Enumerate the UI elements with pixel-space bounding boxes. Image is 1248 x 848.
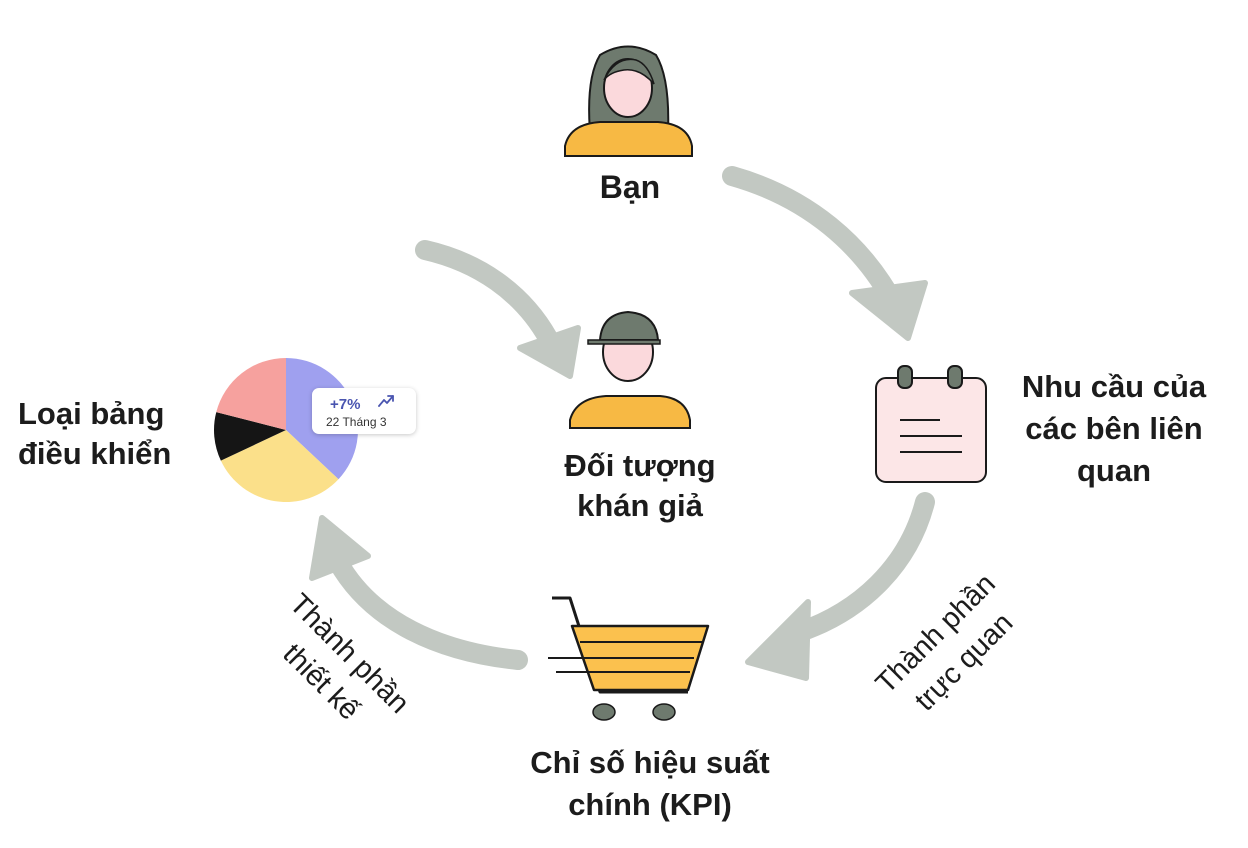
arrow-you-to-needs — [722, 166, 902, 310]
node-stakeholder-needs-label: Nhu cầu của các bên liên quan — [1000, 366, 1228, 492]
arrowhead-kpi-to-dashboard — [309, 515, 371, 581]
arrow-kpi-to-dashboard — [328, 552, 528, 670]
calendar-icon — [875, 365, 987, 483]
node-kpi-label: Chỉ số hiệu suất chính (KPI) — [470, 742, 830, 826]
arrows — [309, 166, 935, 681]
node-stakeholder-needs-line: các bên liên — [1025, 411, 1203, 446]
pie-slice-yellow — [220, 430, 339, 502]
arrow-to-audience — [415, 240, 558, 348]
trend-up-icon — [378, 395, 394, 407]
change-date: 22 Tháng 3 — [326, 415, 387, 429]
node-stakeholder-needs-line: quan — [1076, 453, 1152, 488]
node-stakeholder-needs-line: Nhu cầu của — [1021, 369, 1207, 404]
change-value: +7% — [330, 396, 361, 413]
node-you-label: Bạn — [599, 169, 661, 205]
arrowhead-you-to-needs — [849, 280, 928, 341]
man-cap-icon — [569, 310, 691, 429]
node-audience-label: Đối tượng khán giả — [500, 446, 780, 526]
node-kpi-line: chính (KPI) — [568, 787, 732, 822]
arrow-needs-to-kpi — [790, 492, 935, 642]
node-dashboard-type-line: điều khiển — [18, 436, 172, 471]
woman-icon — [564, 45, 693, 157]
pie-slice-pink — [216, 358, 286, 430]
node-dashboard-type-line: Loại bảng — [18, 396, 165, 431]
pie-badge: +7% 22 Tháng 3 — [312, 388, 416, 434]
node-audience-line: khán giả — [577, 488, 703, 523]
node-audience-line: Đối tượng — [564, 448, 716, 483]
node-kpi-line: Chỉ số hiệu suất — [530, 745, 770, 780]
arrowhead-to-audience — [517, 325, 581, 379]
shopping-cart-icon — [548, 596, 710, 721]
node-dashboard-type-label: Loại bảng điều khiển — [18, 394, 208, 474]
pie-slice-black — [214, 412, 286, 461]
arrowhead-needs-to-kpi — [745, 599, 811, 681]
